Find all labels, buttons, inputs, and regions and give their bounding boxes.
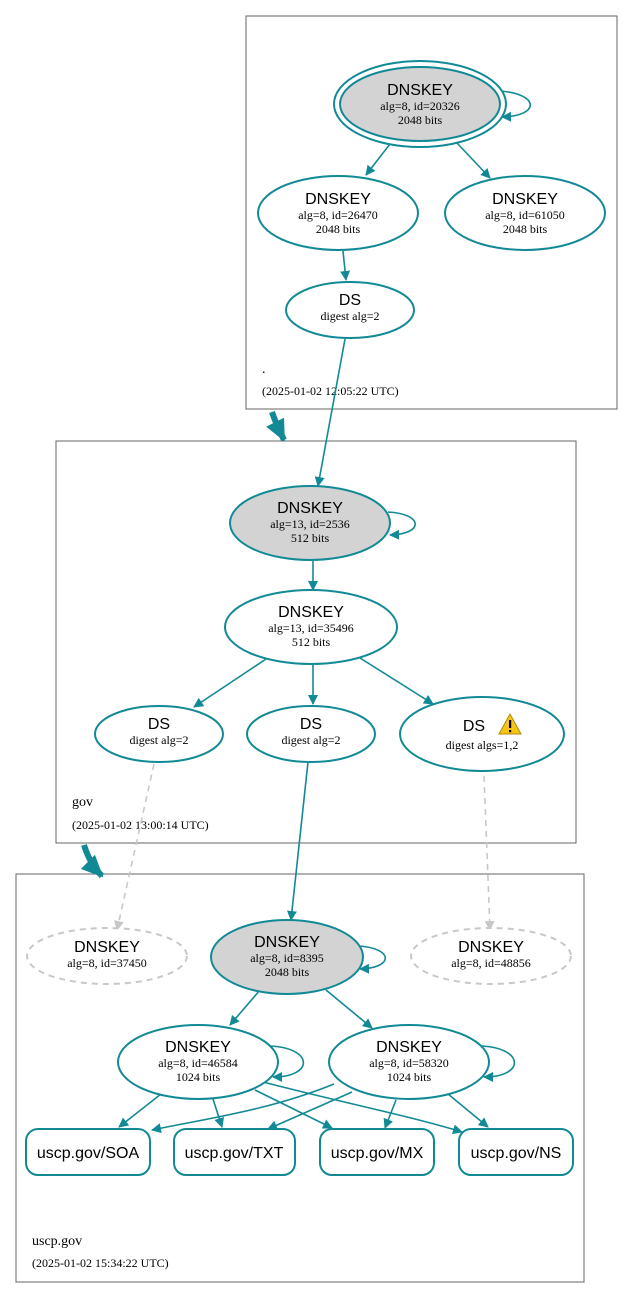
node-root-ds-title: DS (339, 292, 361, 309)
edge-zsk1-ns (262, 1081, 463, 1135)
node-uscp-zsk2-title: DNSKEY (376, 1039, 442, 1056)
node-uscp-zsk2: DNSKEY alg=8, id=58320 1024 bits (328, 1024, 490, 1100)
edge-gov-ds1-missing1 (114, 763, 155, 931)
node-gov-ds3-title: DS (463, 718, 485, 735)
edge-root-ksk-zsk2 (456, 142, 491, 179)
rrset-mx: uscp.gov/MX (319, 1128, 435, 1176)
node-root-zsk2-line1: alg=8, id=61050 (485, 208, 565, 222)
node-uscp-zsk2-line2: 1024 bits (387, 1070, 432, 1084)
edge-root-zsk1-ds (340, 250, 351, 281)
node-root-ksk-line1: alg=8, id=20326 (380, 99, 460, 113)
node-gov-ksk-title: DNSKEY (277, 500, 343, 517)
node-gov-ds1-title: DS (148, 716, 170, 733)
node-root-ksk: DNSKEY alg=8, id=20326 2048 bits (333, 60, 507, 148)
node-gov-ds2: DS digest alg=2 (246, 705, 376, 763)
node-gov-ds2-line1: digest alg=2 (281, 733, 340, 747)
node-root-ds: DS digest alg=2 (285, 281, 415, 339)
node-uscp-zsk1-line2: 1024 bits (176, 1070, 221, 1084)
zone-gov-name: gov (72, 795, 93, 810)
rrset-txt-label: uscp.gov/TXT (185, 1145, 284, 1162)
edge-zsk1-txt (212, 1098, 225, 1128)
node-gov-ds2-title: DS (300, 716, 322, 733)
node-gov-ds3: DS digest algs=1,2 (399, 696, 565, 772)
node-gov-ksk-line1: alg=13, id=2536 (270, 517, 350, 531)
delegation-arrow-gov-uscp (80, 844, 105, 879)
node-root-ksk-line2: 2048 bits (398, 113, 443, 127)
zone-uscp: uscp.gov (2025-01-02 15:34:22 UTC) (15, 873, 585, 1283)
edge-gov-ksk-self (387, 511, 417, 540)
node-uscp-missing1: DNSKEY alg=8, id=37450 (26, 927, 188, 985)
node-root-zsk1-title: DNSKEY (305, 191, 371, 208)
node-gov-ds3-line1: digest algs=1,2 (446, 738, 519, 752)
edge-zsk2-mx (383, 1099, 397, 1129)
node-uscp-missing1-title: DNSKEY (74, 939, 140, 956)
delegation-arrow-root-gov (266, 411, 287, 442)
rrset-ns-label: uscp.gov/NS (471, 1145, 562, 1162)
node-uscp-missing2-title: DNSKEY (458, 939, 524, 956)
node-gov-zsk-line2: 512 bits (292, 635, 331, 649)
rrset-txt: uscp.gov/TXT (173, 1128, 296, 1176)
node-root-ksk-title: DNSKEY (387, 82, 453, 99)
node-gov-ksk: DNSKEY alg=13, id=2536 512 bits (229, 485, 391, 561)
node-root-ds-line1: digest alg=2 (320, 309, 379, 323)
edge-uscp-ksk-zsk2 (325, 989, 373, 1029)
zone-uscp-name: uscp.gov (32, 1234, 82, 1249)
edge-uscp-ksk-zsk1 (229, 989, 261, 1026)
edge-root-ksk-zsk1 (365, 143, 391, 176)
node-gov-zsk-line1: alg=13, id=35496 (268, 621, 354, 635)
node-uscp-ksk: DNSKEY alg=8, id=8395 2048 bits (210, 919, 364, 995)
node-uscp-missing2-line1: alg=8, id=48856 (451, 956, 531, 970)
node-root-zsk2-line2: 2048 bits (503, 222, 548, 236)
node-uscp-missing2: DNSKEY alg=8, id=48856 (410, 927, 572, 985)
edge-root-ds-gov-ksk (314, 338, 346, 487)
warning-icon (498, 712, 522, 735)
node-uscp-ksk-line2: 2048 bits (265, 965, 310, 979)
edge-uscp-zsk2-self (480, 1045, 516, 1082)
zone-root-timestamp: (2025-01-02 12:05:22 UTC) (262, 384, 399, 398)
node-gov-ksk-line2: 512 bits (291, 531, 330, 545)
node-uscp-zsk1-title: DNSKEY (165, 1039, 231, 1056)
edge-uscp-ksk-self (357, 945, 387, 974)
edge-gov-ds3-missing2 (483, 775, 495, 931)
node-uscp-zsk1-line1: alg=8, id=46584 (158, 1056, 238, 1070)
zone-gov: gov (2025-01-02 13:00:14 UTC) (55, 440, 577, 844)
zone-uscp-timestamp: (2025-01-02 15:34:22 UTC) (32, 1256, 169, 1270)
node-gov-zsk-title: DNSKEY (278, 604, 344, 621)
edge-uscp-zsk1-self (269, 1045, 305, 1082)
rrset-mx-label: uscp.gov/MX (331, 1145, 424, 1162)
node-gov-ds1-line1: digest alg=2 (129, 733, 188, 747)
node-uscp-ksk-line1: alg=8, id=8395 (250, 951, 324, 965)
edge-zsk2-ns (447, 1093, 489, 1128)
edge-zsk1-soa (118, 1093, 162, 1128)
zone-gov-timestamp: (2025-01-02 13:00:14 UTC) (72, 818, 209, 832)
node-root-zsk1-line1: alg=8, id=26470 (298, 208, 378, 222)
node-root-zsk2-title: DNSKEY (492, 191, 558, 208)
rrset-soa: uscp.gov/SOA (25, 1128, 151, 1176)
edge-gov-zsk-ds3 (359, 657, 434, 705)
edge-zsk2-soa (151, 1083, 335, 1134)
rrset-ns: uscp.gov/NS (458, 1128, 574, 1176)
edge-gov-zsk-ds1 (193, 658, 267, 708)
node-uscp-zsk2-line1: alg=8, id=58320 (369, 1056, 449, 1070)
node-root-zsk1: DNSKEY alg=8, id=26470 2048 bits (257, 175, 419, 251)
node-gov-zsk: DNSKEY alg=13, id=35496 512 bits (224, 589, 398, 665)
zone-root: . (2025-01-02 12:05:22 UTC) (245, 15, 618, 410)
edge-zsk1-mx (254, 1089, 333, 1129)
edge-zsk2-txt (267, 1091, 353, 1130)
edge-root-ksk-self (499, 90, 531, 122)
edge-gov-ds2-uscp-ksk (286, 761, 309, 921)
node-gov-ds1: DS digest alg=2 (94, 705, 224, 763)
rrset-soa-label: uscp.gov/SOA (37, 1145, 140, 1162)
zone-root-name: . (262, 362, 266, 377)
node-uscp-ksk-title: DNSKEY (254, 934, 320, 951)
node-uscp-missing1-line1: alg=8, id=37450 (67, 956, 147, 970)
node-root-zsk1-line2: 2048 bits (316, 222, 361, 236)
node-uscp-zsk1: DNSKEY alg=8, id=46584 1024 bits (117, 1024, 279, 1100)
node-root-zsk2: DNSKEY alg=8, id=61050 2048 bits (444, 175, 606, 251)
